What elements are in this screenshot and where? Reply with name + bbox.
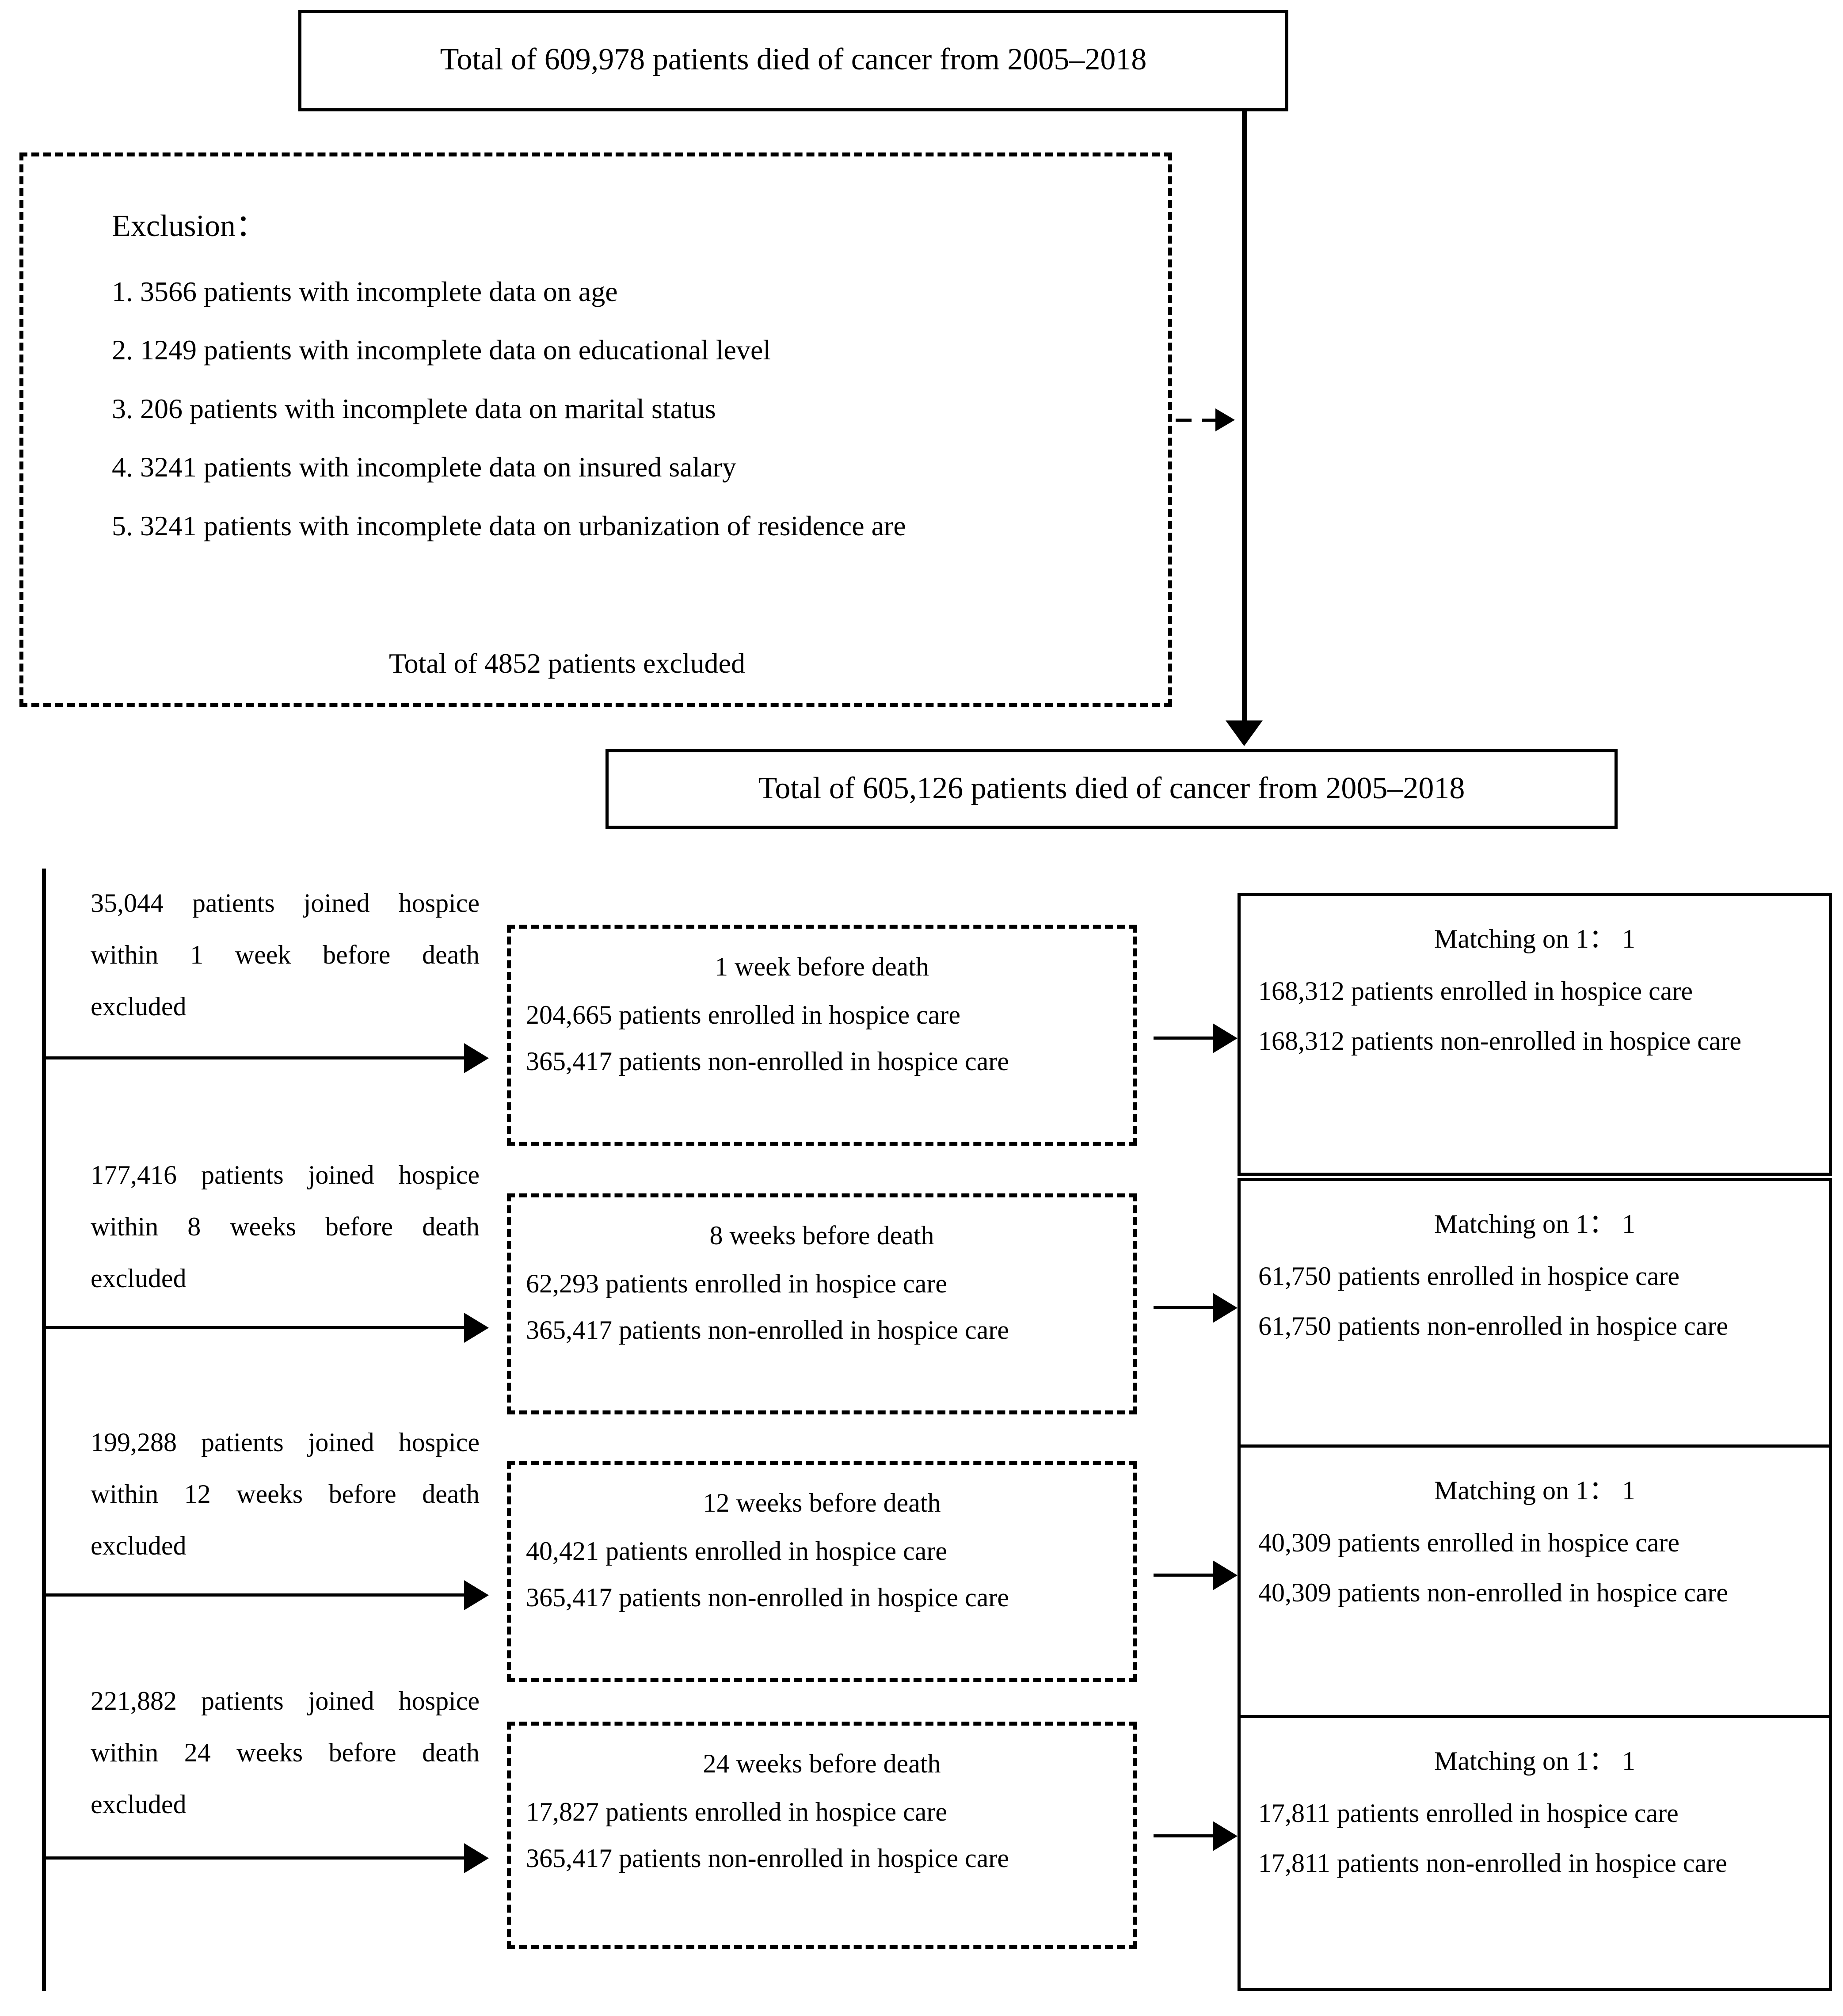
row-4-matched-enrolled: 17,811 patients enrolled in hospice care bbox=[1258, 1799, 1679, 1828]
row-1-timepoint-box: 1 week before death 204,665 patients enr… bbox=[507, 925, 1137, 1146]
exclusion-total: Total of 4852 patients excluded bbox=[389, 648, 745, 679]
exclusion-item: 2. 1249 patients with incomplete data on… bbox=[112, 334, 771, 366]
row-4-match-arrow-line bbox=[1154, 1834, 1215, 1837]
row-3-matched-non-enrolled: 40,309 patients non-enrolled in hospice … bbox=[1258, 1578, 1729, 1607]
left-bracket-spine bbox=[42, 869, 46, 1991]
connector-top-to-second bbox=[1242, 111, 1247, 721]
row-3-side-label: 199,288 patients joined hospice within 1… bbox=[91, 1428, 480, 1560]
exclusion-list: 1. 3566 patients with incomplete data on… bbox=[112, 269, 1142, 562]
row-4-enrolled: 17,827 patients enrolled in hospice care bbox=[526, 1797, 948, 1826]
row-1-arrow-line bbox=[44, 1056, 464, 1059]
exclusion-item: 4. 3241 patients with incomplete data on… bbox=[112, 451, 736, 483]
row-1-match-arrow-line bbox=[1154, 1037, 1215, 1040]
row-3-matching-box: Matching on 1： 1 40,309 patients enrolle… bbox=[1238, 1444, 1832, 1719]
exclusion-item: 3. 206 patients with incomplete data on … bbox=[112, 393, 716, 424]
row-1-arrowhead bbox=[464, 1043, 489, 1073]
row-4-matching-box: Matching on 1： 1 17,811 patients enrolle… bbox=[1238, 1715, 1832, 1991]
row-1-timepoint-heading: 1 week before death bbox=[715, 952, 929, 981]
row-3-timepoint-heading: 12 weeks before death bbox=[703, 1488, 941, 1517]
row-3-matching-heading: Matching on 1： 1 bbox=[1434, 1476, 1635, 1505]
row-2-timepoint-heading: 8 weeks before death bbox=[709, 1221, 934, 1250]
row-3-timepoint-box: 12 weeks before death 40,421 patients en… bbox=[507, 1461, 1137, 1682]
row-2-matched-enrolled: 61,750 patients enrolled in hospice care bbox=[1258, 1261, 1680, 1291]
row-2-matching-box: Matching on 1： 1 61,750 patients enrolle… bbox=[1238, 1178, 1832, 1452]
exclusion-item: 1. 3566 patients with incomplete data on… bbox=[112, 276, 618, 307]
row-2-enrolled: 62,293 patients enrolled in hospice care bbox=[526, 1269, 948, 1298]
arrowhead-exclusion-to-connector bbox=[1215, 408, 1235, 431]
row-1-non-enrolled: 365,417 patients non-enrolled in hospice… bbox=[526, 1047, 1009, 1076]
row-2-matching-heading: Matching on 1： 1 bbox=[1434, 1209, 1635, 1239]
row-3-non-enrolled: 365,417 patients non-enrolled in hospice… bbox=[526, 1583, 1009, 1612]
row-4-timepoint-box: 24 weeks before death 17,827 patients en… bbox=[507, 1722, 1137, 1949]
row-2-arrowhead bbox=[464, 1313, 489, 1343]
row-4-match-arrowhead bbox=[1213, 1821, 1238, 1851]
exclusion-connector-dash bbox=[1202, 419, 1215, 422]
row-1-match-arrowhead bbox=[1213, 1023, 1238, 1053]
row-3-arrowhead bbox=[464, 1580, 489, 1610]
row-4-side-label: 221,882 patients joined hospice within 2… bbox=[91, 1686, 480, 1819]
row-3-arrow-line bbox=[44, 1593, 464, 1597]
row-4-timepoint-heading: 24 weeks before death bbox=[703, 1749, 941, 1778]
row-4-arrow-line bbox=[44, 1856, 464, 1860]
row-3-match-arrowhead bbox=[1213, 1560, 1238, 1590]
exclusion-item: 5. 3241 patients with incomplete data on… bbox=[112, 510, 906, 541]
row-4-arrowhead bbox=[464, 1843, 489, 1873]
row-2-side-label: 177,416 patients joined hospice within 8… bbox=[91, 1160, 480, 1293]
eligible-cohort-text: Total of 605,126 patients died of cancer… bbox=[758, 771, 1465, 805]
row-4-matched-non-enrolled: 17,811 patients non-enrolled in hospice … bbox=[1258, 1848, 1727, 1878]
total-cohort-text: Total of 609,978 patients died of cancer… bbox=[440, 42, 1147, 76]
row-3-match-arrow-line bbox=[1154, 1574, 1215, 1577]
row-2-match-arrowhead bbox=[1213, 1293, 1238, 1323]
exclusion-box: Exclusion： 1. 3566 patients with incompl… bbox=[19, 152, 1172, 707]
exclusion-connector-dash bbox=[1176, 419, 1192, 422]
row-1-matched-enrolled: 168,312 patients enrolled in hospice car… bbox=[1258, 976, 1693, 1006]
exclusion-title: Exclusion： bbox=[112, 209, 267, 243]
row-2-arrow-line bbox=[44, 1326, 464, 1329]
row-4-matching-heading: Matching on 1： 1 bbox=[1434, 1746, 1635, 1776]
row-1-side-label: 35,044 patients joined hospice within 1 … bbox=[91, 888, 480, 1021]
total-cohort-box: Total of 609,978 patients died of cancer… bbox=[298, 10, 1288, 111]
row-3-enrolled: 40,421 patients enrolled in hospice care bbox=[526, 1536, 948, 1566]
row-1-matching-heading: Matching on 1： 1 bbox=[1434, 924, 1635, 953]
row-3-matched-enrolled: 40,309 patients enrolled in hospice care bbox=[1258, 1528, 1680, 1557]
arrowhead-top-to-second bbox=[1226, 720, 1263, 746]
row-2-non-enrolled: 365,417 patients non-enrolled in hospice… bbox=[526, 1315, 1009, 1345]
row-2-match-arrow-line bbox=[1154, 1306, 1215, 1309]
row-1-matching-box: Matching on 1： 1 168,312 patients enroll… bbox=[1238, 893, 1832, 1176]
row-1-matched-non-enrolled: 168,312 patients non-enrolled in hospice… bbox=[1258, 1026, 1742, 1056]
row-2-timepoint-box: 8 weeks before death 62,293 patients enr… bbox=[507, 1193, 1137, 1414]
eligible-cohort-box: Total of 605,126 patients died of cancer… bbox=[605, 749, 1618, 829]
row-2-matched-non-enrolled: 61,750 patients non-enrolled in hospice … bbox=[1258, 1311, 1729, 1341]
row-1-enrolled: 204,665 patients enrolled in hospice car… bbox=[526, 1000, 961, 1029]
row-4-non-enrolled: 365,417 patients non-enrolled in hospice… bbox=[526, 1844, 1009, 1873]
